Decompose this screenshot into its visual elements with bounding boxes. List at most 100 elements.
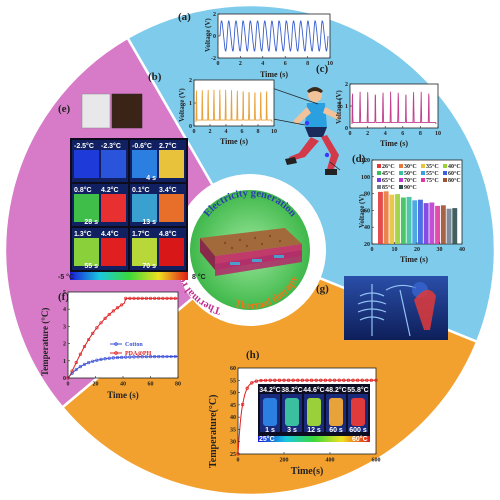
- x-tick-label: 0: [237, 458, 240, 464]
- legend-swatch: [377, 164, 381, 168]
- x-tick-label: 0: [371, 247, 374, 253]
- legend-label: Cotton: [125, 342, 143, 348]
- temperature-marker: [314, 378, 318, 382]
- legend-swatch: [443, 178, 447, 182]
- y-tick-label: 55: [230, 378, 236, 384]
- x-tick-label: 20: [414, 247, 420, 253]
- frame-time: 60 s: [329, 427, 343, 434]
- cotton-thermal-block: [74, 150, 99, 178]
- legend-label: 65°C: [382, 177, 395, 184]
- temperature-marker: [277, 378, 282, 382]
- ribcage-lines: [357, 284, 417, 337]
- x-tick-label: 6: [241, 129, 244, 135]
- pda-marker: [82, 344, 87, 349]
- cotton-marker: [115, 355, 120, 360]
- temperature-marker: [328, 378, 332, 382]
- temperature-marker: [346, 378, 351, 382]
- bar: [452, 208, 458, 244]
- bar: [378, 191, 383, 244]
- pda-marker: [173, 296, 177, 300]
- y-tick-label: 1: [189, 101, 192, 107]
- legend-swatch: [421, 164, 425, 168]
- temperature-marker: [263, 378, 268, 383]
- x-tick-label: 10: [392, 247, 398, 253]
- cotton-marker: [132, 355, 136, 359]
- temperature-marker: [337, 378, 341, 382]
- panel-c-xlabel: Time (s): [380, 139, 408, 148]
- panel-c-ylabel: Voltage (V): [335, 90, 343, 124]
- pda-marker: [140, 296, 144, 300]
- cell-temp-right: 4.4°C: [101, 230, 119, 238]
- cotton-marker: [78, 365, 82, 369]
- cell-temp-left: 0.8°C: [74, 186, 92, 194]
- legend-label: 70°C: [404, 177, 417, 184]
- legend-marker: [114, 342, 118, 346]
- legend-label: 80°C: [448, 177, 461, 184]
- temperature-marker: [360, 378, 364, 382]
- pda-marker: [153, 296, 157, 300]
- panel-b-ylabel: Voltage (V): [178, 88, 186, 122]
- temperature-marker: [240, 402, 245, 407]
- temperature-marker: [309, 378, 314, 382]
- pda-marker: [136, 296, 140, 300]
- y-tick-label: 2: [189, 78, 192, 84]
- cotton-marker: [144, 355, 148, 359]
- cotton-marker: [169, 354, 173, 359]
- y-tick-label: 1: [345, 104, 348, 110]
- pda-marker: [115, 306, 120, 310]
- legend-swatch: [399, 185, 403, 189]
- x-tick-label: 30: [437, 247, 443, 253]
- panel-b-trace: [195, 89, 273, 123]
- cotton-marker: [157, 354, 161, 359]
- pda-marker: [148, 296, 153, 300]
- pda-marker: [78, 352, 82, 356]
- pda-marker: [165, 296, 169, 300]
- panel-d-ylabel: Voltage (V): [358, 194, 366, 228]
- pda-marker: [128, 296, 132, 300]
- temperature-marker: [369, 378, 374, 382]
- center-disc: Electricity generation Thermal therapy T…: [171, 174, 326, 326]
- cotton-marker: [153, 355, 157, 359]
- panel-a-ylabel: Voltage (V): [204, 18, 212, 52]
- legend-label: 35°C: [426, 163, 439, 170]
- cotton-marker: [148, 355, 153, 359]
- y-tick-label: 45: [230, 403, 236, 409]
- runner-illustration: [285, 87, 341, 175]
- x-tick-label: 0: [193, 129, 196, 135]
- x-tick-label: 20: [93, 382, 99, 388]
- bar: [400, 197, 406, 244]
- cotton-marker: [140, 355, 144, 359]
- connector-d: [329, 161, 341, 171]
- thermal-spot: [329, 398, 343, 426]
- cell-time: 70 s: [142, 263, 156, 270]
- temperature-marker: [365, 378, 369, 382]
- pda-thermal-block: [159, 194, 184, 222]
- pda-marker: [99, 321, 103, 325]
- frame-time: 3 s: [287, 427, 297, 434]
- y-tick-label: 1: [63, 359, 66, 365]
- thermal-spot: [285, 398, 299, 426]
- bar: [440, 205, 446, 244]
- pda-marker: [74, 360, 78, 365]
- panel-h-heat-scale: [258, 436, 370, 442]
- x-tick-label: 40: [120, 382, 126, 388]
- cotton-thermal-block: [132, 194, 157, 222]
- pda-marker: [144, 296, 148, 300]
- cell-temp-left: 0.1°C: [132, 186, 150, 194]
- pda-marker: [120, 303, 124, 307]
- panel-d-letter: (d): [352, 153, 366, 165]
- temperature-marker: [374, 378, 378, 382]
- cell-time: 4 s: [146, 175, 156, 182]
- thermal-spot: [307, 398, 321, 426]
- frame-time: 600 s: [349, 427, 367, 434]
- cell-temp-right: 3.4°C: [159, 186, 177, 194]
- y-tick-label: 80: [364, 192, 370, 198]
- cotton-marker: [74, 367, 78, 372]
- cotton-marker: [161, 354, 165, 359]
- temperature-marker: [305, 378, 309, 382]
